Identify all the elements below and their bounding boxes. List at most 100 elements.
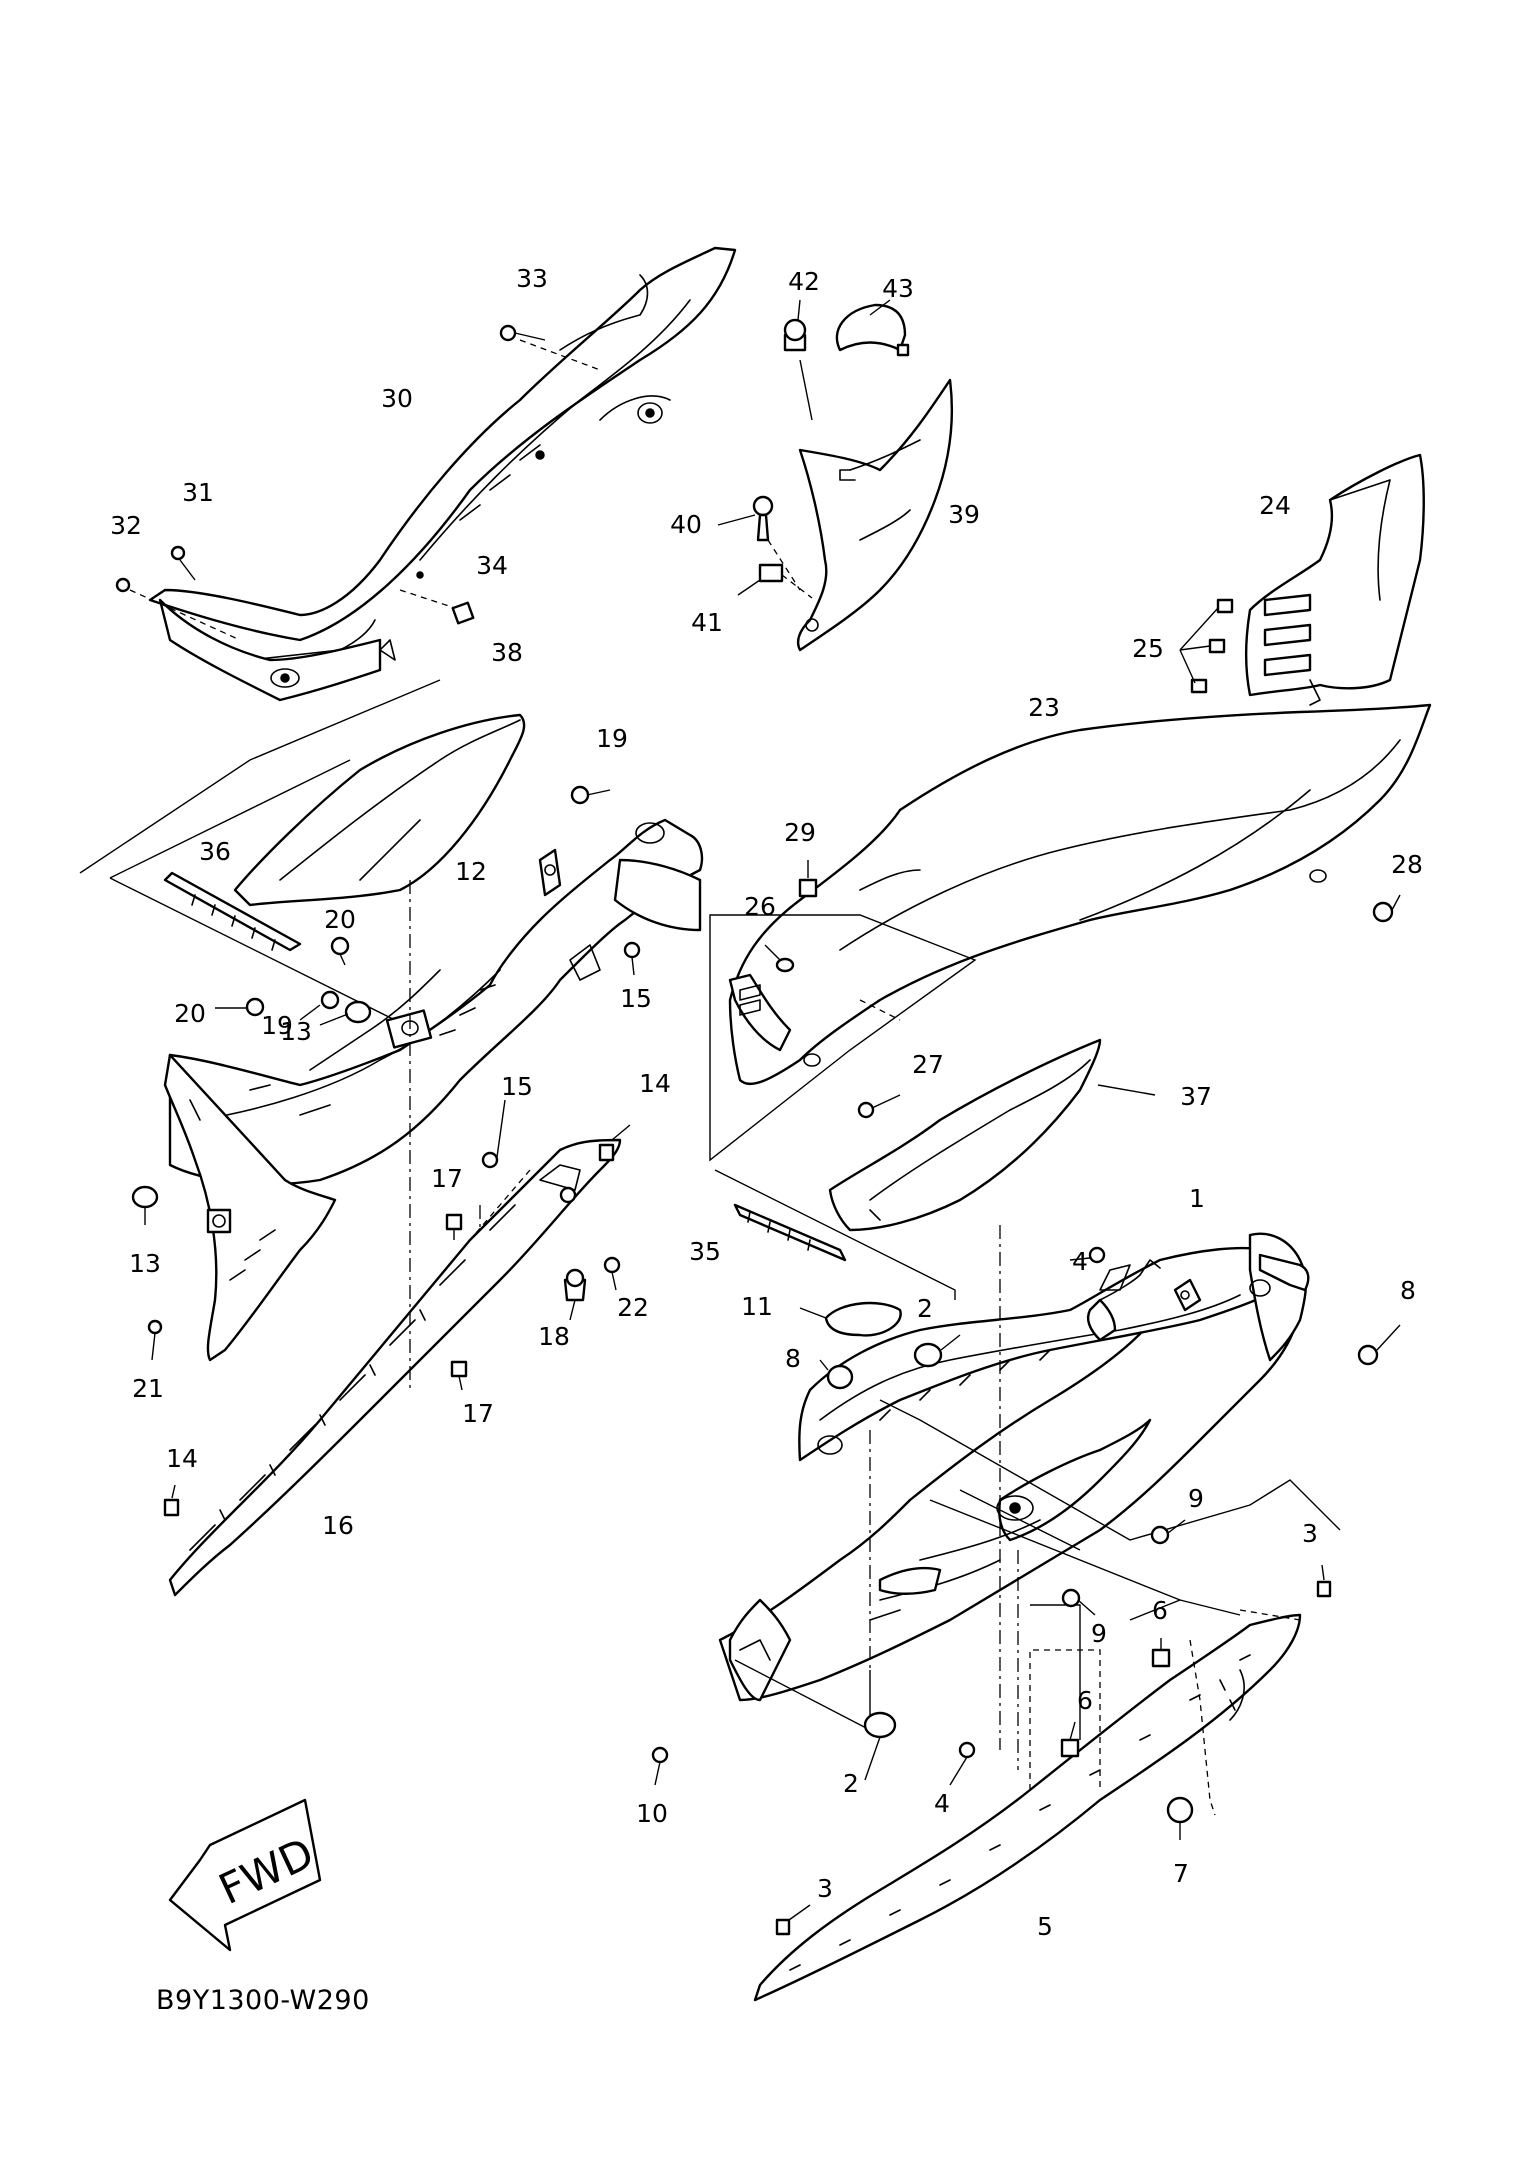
callout-7: 7: [1173, 1859, 1189, 1888]
part-12-lower-body: [163, 1053, 337, 1362]
part-14-clip-low: [163, 1484, 180, 1517]
part-4-screw: [1069, 1246, 1106, 1264]
callout-25: 25: [1132, 634, 1164, 663]
callout-9-lower: 9: [1091, 1619, 1107, 1648]
part-37-trim-panel: [828, 1038, 1102, 1232]
callout-13: 13: [280, 1017, 312, 1046]
callout-14-lower: 14: [166, 1444, 198, 1473]
part-38-side-panel: [233, 713, 526, 907]
callout-38: 38: [491, 638, 523, 667]
part-15-screw-low: [481, 1099, 506, 1169]
part-10-screw: [651, 1746, 669, 1786]
part-22-clip: [603, 1256, 621, 1291]
part-13-grommet-low: [131, 1185, 159, 1225]
part-8-grommet: [819, 1359, 854, 1390]
part-23-side-panel: [728, 703, 1432, 1086]
callout-19: 19: [596, 724, 628, 753]
part-17-clip: [445, 1213, 463, 1240]
part-6-clip-low: [1060, 1721, 1080, 1758]
part-9-screw-low: [1061, 1588, 1096, 1616]
callout-19-lower: 19: [261, 1011, 293, 1040]
callout-36: 36: [199, 837, 231, 866]
part-28-screw: [1372, 894, 1401, 923]
callout-17-lower: 17: [462, 1399, 494, 1428]
fwd-arrow-icon: FWD: [168, 1798, 322, 1952]
part-3-clip: [1316, 1564, 1332, 1598]
diagram-code: B9Y1300-W290: [156, 1985, 370, 2016]
callout-3: 3: [1302, 1519, 1318, 1548]
part-21-screw: [147, 1319, 163, 1361]
callout-32: 32: [110, 511, 142, 540]
callout-22: 22: [617, 1293, 649, 1322]
callout-31: 31: [182, 478, 214, 507]
callout-6: 6: [1152, 1596, 1168, 1625]
callout-26: 26: [744, 892, 776, 921]
callout-8-right: 8: [1400, 1276, 1416, 1305]
part-39-bracket: [796, 378, 954, 652]
part-9-screw: [1150, 1519, 1186, 1545]
part-7-bolt: [1166, 1796, 1194, 1840]
part-29-nut: [798, 860, 818, 898]
part-5-skirt: [753, 1613, 1302, 2002]
part-13-grommet: [319, 1000, 372, 1026]
callout-6-lower: 6: [1077, 1686, 1093, 1715]
part-15-screw: [623, 941, 641, 976]
callout-2-lower: 2: [843, 1769, 859, 1798]
callout-18: 18: [538, 1322, 570, 1351]
part-25-clips: [1179, 598, 1234, 694]
callout-40: 40: [670, 510, 702, 539]
part-19-screw-top: [570, 785, 611, 805]
callout-labels: 1 2 2 3 3 4 4 5 6 6 7 8 8 9 9 10 11 12 1…: [110, 264, 1423, 1941]
part-26-nut: [764, 944, 795, 973]
callout-28: 28: [1391, 850, 1423, 879]
part-30-rear-cover: [148, 246, 737, 702]
callout-42: 42: [788, 267, 820, 296]
callout-15-lower: 15: [501, 1072, 533, 1101]
callout-10: 10: [636, 1799, 668, 1828]
part-11-cap: [799, 1301, 902, 1337]
callout-13-lower: 13: [129, 1249, 161, 1278]
callout-43: 43: [882, 274, 914, 303]
callout-29: 29: [784, 818, 816, 847]
callout-14: 14: [639, 1069, 671, 1098]
callout-15: 15: [620, 984, 652, 1013]
callout-11: 11: [741, 1292, 773, 1321]
part-3-clip-low: [775, 1904, 811, 1936]
part-27-screw: [857, 1094, 901, 1119]
part-32-screw: [115, 577, 241, 641]
part-40-bolt: [717, 495, 801, 591]
callout-30: 30: [381, 384, 413, 413]
part-36-strip: [163, 871, 302, 952]
part-42-bolt: [783, 299, 813, 421]
part-20-screw: [330, 936, 350, 966]
part-12-inner-cover: [168, 818, 704, 1186]
callout-20-lower: 20: [174, 999, 206, 1028]
callout-2: 2: [917, 1294, 933, 1323]
callout-35: 35: [689, 1237, 721, 1266]
part-17-clip-low: [450, 1360, 468, 1391]
callout-8: 8: [785, 1344, 801, 1373]
part-6-clip: [1151, 1638, 1171, 1668]
part-41-nut: [737, 563, 813, 599]
callout-17: 17: [431, 1164, 463, 1193]
part-19-screw: [299, 990, 340, 1021]
part-34-nut: [399, 589, 475, 625]
callout-9: 9: [1188, 1484, 1204, 1513]
callout-12: 12: [455, 857, 487, 886]
part-24-duct: [1245, 453, 1425, 706]
part-18-bolt: [563, 1268, 587, 1321]
callout-23: 23: [1028, 693, 1060, 722]
callout-5: 5: [1037, 1912, 1053, 1941]
callout-39: 39: [948, 500, 980, 529]
callout-16: 16: [322, 1511, 354, 1540]
part-1-body: [718, 1232, 1310, 1702]
part-35-strip: [733, 1203, 847, 1262]
part-31-screw: [170, 545, 196, 581]
part-2-grommet: [913, 1334, 961, 1368]
callout-24: 24: [1259, 491, 1291, 520]
callout-3-lower: 3: [817, 1874, 833, 1903]
callout-33: 33: [516, 264, 548, 293]
part-8-screw: [1357, 1324, 1401, 1366]
part-22-clip-upper: [559, 1186, 577, 1204]
